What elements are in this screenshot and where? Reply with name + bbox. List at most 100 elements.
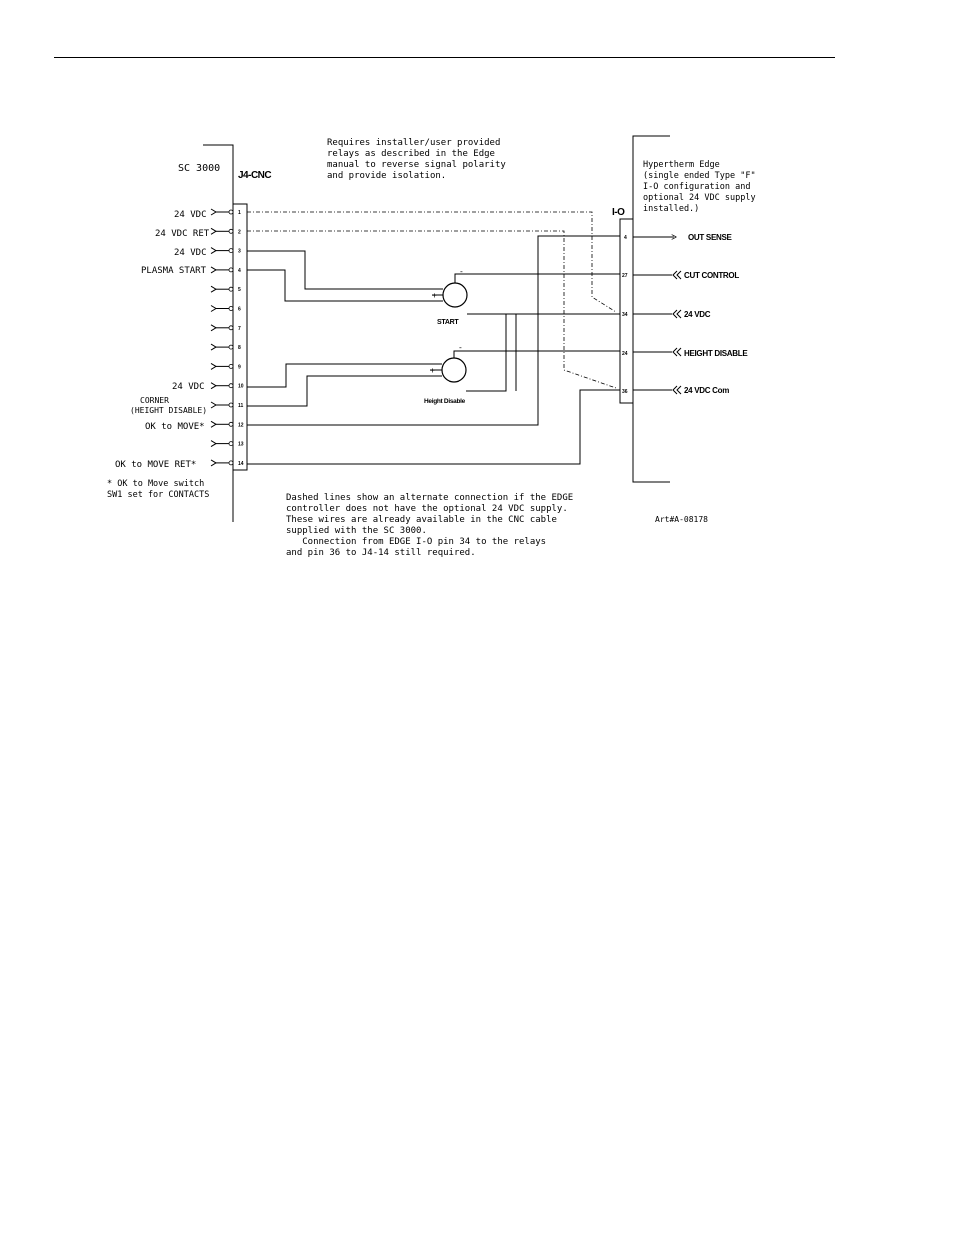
j4-pin-connector-icon xyxy=(210,440,217,448)
top-note-line: and provide isolation. xyxy=(327,171,446,181)
wire-j4-11-to-height xyxy=(247,375,442,407)
j4-pin-terminal-icon xyxy=(228,286,234,292)
j4-pin-connector-icon xyxy=(210,343,217,351)
io-pin-number: 36 xyxy=(622,389,628,395)
io-signal-labels: OUT SENSE CUT CONTROL 24 VDC HEIGHT DISA… xyxy=(684,233,749,395)
relay-height-minus: - xyxy=(458,343,463,352)
j4-pin-number: 6 xyxy=(238,307,241,313)
j4-pin-terminal-icon xyxy=(228,228,234,234)
left-device-name: SC 3000 xyxy=(178,163,220,174)
io-pin-number: 4 xyxy=(624,235,627,241)
bottom-note-line: These wires are already available in the… xyxy=(286,515,557,525)
j4-pin-terminal-icon xyxy=(228,306,234,311)
top-note-line: Requires installer/user provided xyxy=(327,138,500,148)
j4-label-24vdc: 24 VDC xyxy=(172,382,205,392)
j4-pin-number: 12 xyxy=(238,422,244,428)
relay-start: + - START xyxy=(432,267,468,326)
j4-label-24vdc-ret: 24 VDC RET xyxy=(155,229,210,239)
j4-label-plasma-start: PLASMA START xyxy=(141,266,207,276)
j4-pin-connector-icon xyxy=(210,401,217,409)
j4-pin-connector-icon xyxy=(210,247,217,255)
bottom-note: Dashed lines show an alternate connectio… xyxy=(286,493,573,558)
io-pin-number: 24 xyxy=(622,351,628,357)
j4-pin-stubs xyxy=(210,208,234,467)
relay-height-disable-coil xyxy=(441,357,467,383)
j4-pin-connector-icon xyxy=(210,305,217,312)
j4-pin-connector-icon xyxy=(210,459,217,467)
j4-pin-number: 4 xyxy=(238,268,241,274)
j4-pin-terminal-icon xyxy=(228,460,234,466)
cut-control-connector-icon xyxy=(672,270,682,280)
right-device-description: Hypertherm Edge (single ended Type "F" I… xyxy=(643,160,756,214)
bottom-note-line: Dashed lines show an alternate connectio… xyxy=(286,493,573,503)
j4-pin-terminal-icon xyxy=(228,267,234,273)
j4-pin-number: 11 xyxy=(238,403,244,409)
j4-pin-connector-icon xyxy=(210,208,217,216)
relay-start-minus: - xyxy=(459,267,464,276)
j4-pin-number: 2 xyxy=(238,229,241,235)
io-label-24vdc-com: 24 VDC Com xyxy=(684,386,729,395)
right-connector-label: I-O xyxy=(612,207,625,218)
right-device-line: optional 24 VDC supply xyxy=(643,193,756,203)
j4-pin-connector-icon xyxy=(210,266,217,274)
j4-pin-connector-icon xyxy=(210,382,217,390)
j4-pin-number: 1 xyxy=(238,210,241,216)
io-pin-number: 34 xyxy=(622,312,628,318)
24vdc-com-connector-icon xyxy=(672,385,682,395)
right-device-line: Hypertherm Edge xyxy=(643,160,720,170)
top-note-line: manual to reverse signal polarity xyxy=(327,160,506,170)
height-disable-connector-icon xyxy=(672,347,682,357)
io-label-cut-control: CUT CONTROL xyxy=(684,271,739,280)
j4-pin-number: 9 xyxy=(238,364,241,370)
io-label-height-disable: HEIGHT DISABLE xyxy=(684,349,748,358)
right-device-line: I-O configuration and xyxy=(643,182,750,192)
right-device-line: (single ended Type "F" xyxy=(643,171,756,181)
top-note: Requires installer/user provided relays … xyxy=(327,138,506,181)
wire-j4-4-to-start xyxy=(247,269,443,302)
j4-pin-number: 8 xyxy=(238,345,241,351)
j4-signal-labels: 24 VDC 24 VDC RET 24 VDC PLASMA START 24… xyxy=(115,210,210,470)
bottom-note-line: controller does not have the optional 24… xyxy=(286,504,568,514)
dashed-j4-2-to-com xyxy=(247,230,617,389)
page-header-rule xyxy=(54,57,835,58)
j4-pin-connector-icon xyxy=(210,285,217,293)
bottom-note-line: Connection from EDGE I-O pin 34 to the r… xyxy=(286,537,546,547)
wire-start-to-cut-control xyxy=(454,273,620,283)
j4-pin-connector-icon xyxy=(210,324,217,332)
io-output-leads xyxy=(633,237,682,395)
j4-pin-number: 13 xyxy=(238,442,244,448)
j4-label-ok-to-move: OK to MOVE* xyxy=(145,422,205,432)
io-label-24vdc: 24 VDC xyxy=(684,310,711,319)
wire-j4-10-to-height xyxy=(247,363,442,388)
bottom-note-line: supplied with the SC 3000. xyxy=(286,526,427,536)
wire-height-to-height-disable xyxy=(453,350,620,358)
wire-j4-3-to-start xyxy=(247,250,443,290)
wire-24vdc-to-height-relay xyxy=(466,314,507,392)
left-device-boundary xyxy=(203,144,234,522)
io-label-out-sense: OUT SENSE xyxy=(688,233,732,242)
j4-label-24vdc: 24 VDC xyxy=(174,248,207,258)
j4-pin-number: 3 xyxy=(238,249,241,255)
left-footnote-line: * OK to Move switch xyxy=(107,479,204,489)
j4-pin-terminal-icon xyxy=(228,209,234,215)
io-pin-numbers: 4 27 34 24 36 xyxy=(622,235,628,395)
io-connector-block xyxy=(619,218,634,404)
j4-pin-terminal-icon xyxy=(228,421,234,427)
left-connector-label: J4-CNC xyxy=(238,170,271,181)
relay-height-disable: + - Height Disable xyxy=(424,343,467,405)
j4-pin-terminal-icon xyxy=(228,441,234,447)
j4-pin-terminal-icon xyxy=(228,363,234,369)
relay-start-label: START xyxy=(437,319,459,326)
j4-label-corner: CORNER xyxy=(140,396,169,405)
j4-label-height-disable: (HEIGHT DISABLE) xyxy=(130,406,207,415)
bottom-note-line: and pin 36 to J4-14 still required. xyxy=(286,548,476,558)
j4-pin-terminal-icon xyxy=(228,325,234,331)
io-pin-number: 27 xyxy=(622,273,628,279)
j4-pin-terminal-icon xyxy=(228,248,234,254)
solid-wiring xyxy=(247,235,620,465)
j4-pin-connector-icon xyxy=(210,227,217,235)
j4-pin-terminal-icon xyxy=(228,344,234,350)
relay-height-plus: + xyxy=(430,366,435,375)
